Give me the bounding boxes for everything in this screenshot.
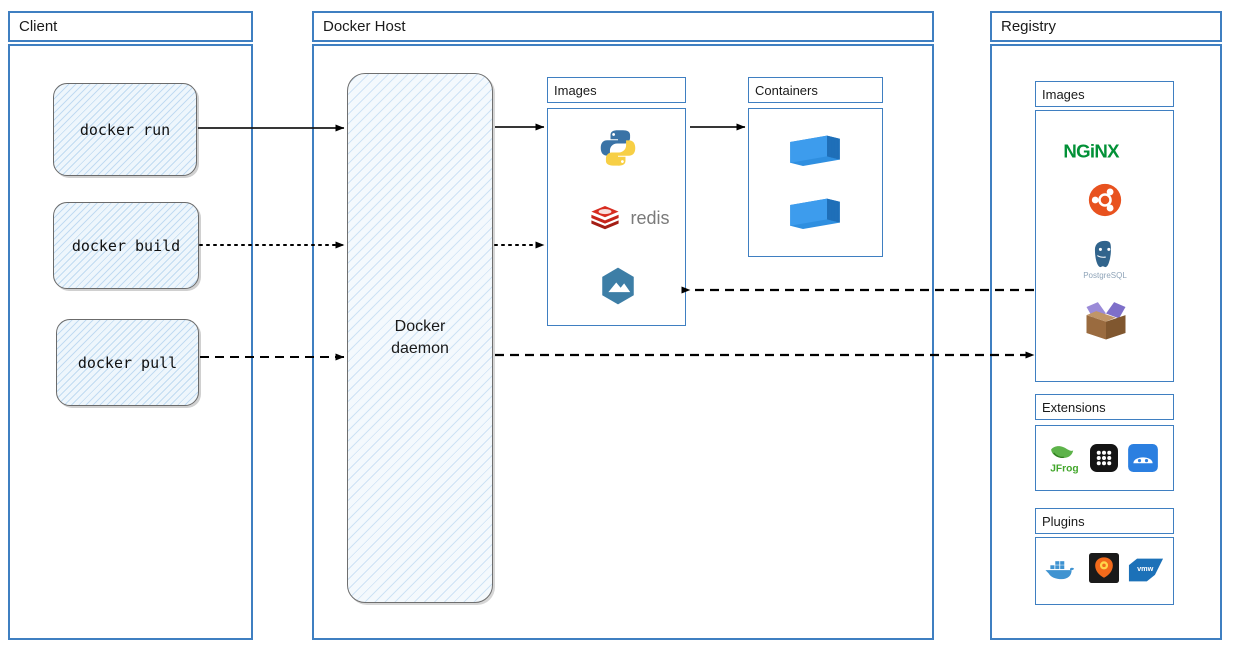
svg-text:JFrog: JFrog — [1050, 464, 1078, 475]
panel-title-docker-host: Docker Host — [312, 11, 934, 42]
mattermost-icon — [597, 265, 639, 307]
svg-text:vmw: vmw — [1137, 564, 1154, 573]
panel-title-client-label: Client — [19, 18, 58, 35]
panel-title-client: Client — [8, 11, 253, 42]
command-box-docker-pull[interactable]: docker pull — [56, 319, 199, 406]
registry-plugins-title-label: Plugins — [1042, 513, 1085, 529]
grafana-icon — [1089, 553, 1119, 583]
panel-title-registry: Registry — [990, 11, 1222, 42]
ubuntu-icon — [1088, 183, 1122, 217]
host-images-title: Images — [547, 77, 686, 103]
daemon-line-1: Docker — [394, 318, 446, 336]
grid-apps-icon — [1090, 444, 1118, 472]
host-containers-title: Containers — [748, 77, 883, 103]
nginx-icon: NGiNX — [1062, 137, 1148, 165]
disk-usage-icon — [1128, 444, 1158, 472]
daemon-line-2: daemon — [391, 340, 449, 357]
panel-title-docker-host-label: Docker Host — [323, 18, 406, 35]
redis-label: redis — [630, 207, 670, 228]
host-containers-body — [748, 108, 883, 257]
docker-whale-icon — [1043, 556, 1079, 586]
registry-images-title-label: Images — [1042, 86, 1085, 102]
shipping-container-icon — [787, 127, 843, 173]
registry-extensions-title: Extensions — [1035, 394, 1174, 420]
python-icon — [596, 126, 640, 170]
vmware-icon: vmw — [1127, 556, 1165, 584]
redis-icon — [588, 203, 622, 233]
command-label-docker-run: docker run — [79, 120, 171, 139]
command-label-docker-pull: docker pull — [77, 353, 178, 372]
docker-daemon-label: Docker daemon — [391, 316, 449, 359]
docker-daemon-box[interactable]: Docker daemon — [347, 73, 493, 603]
host-containers-title-label: Containers — [755, 82, 818, 98]
registry-plugins-title: Plugins — [1035, 508, 1174, 534]
jfrog-icon: JFrog — [1046, 441, 1080, 475]
package-box-icon — [1080, 296, 1132, 344]
registry-images-title: Images — [1035, 81, 1174, 107]
panel-title-registry-label: Registry — [1001, 18, 1057, 35]
svg-text:NGiNX: NGiNX — [1063, 140, 1120, 161]
postgresql-icon: PostgreSQL — [1080, 236, 1130, 282]
command-box-docker-run[interactable]: docker run — [53, 83, 197, 176]
registry-extensions-title-label: Extensions — [1042, 399, 1106, 415]
shipping-container-icon — [787, 190, 843, 236]
redis-wordmark: redis — [624, 205, 676, 231]
host-images-title-label: Images — [554, 82, 597, 98]
postgresql-wordmark: PostgreSQL — [1083, 271, 1127, 280]
command-label-docker-build: docker build — [71, 236, 181, 255]
command-box-docker-build[interactable]: docker build — [53, 202, 199, 289]
